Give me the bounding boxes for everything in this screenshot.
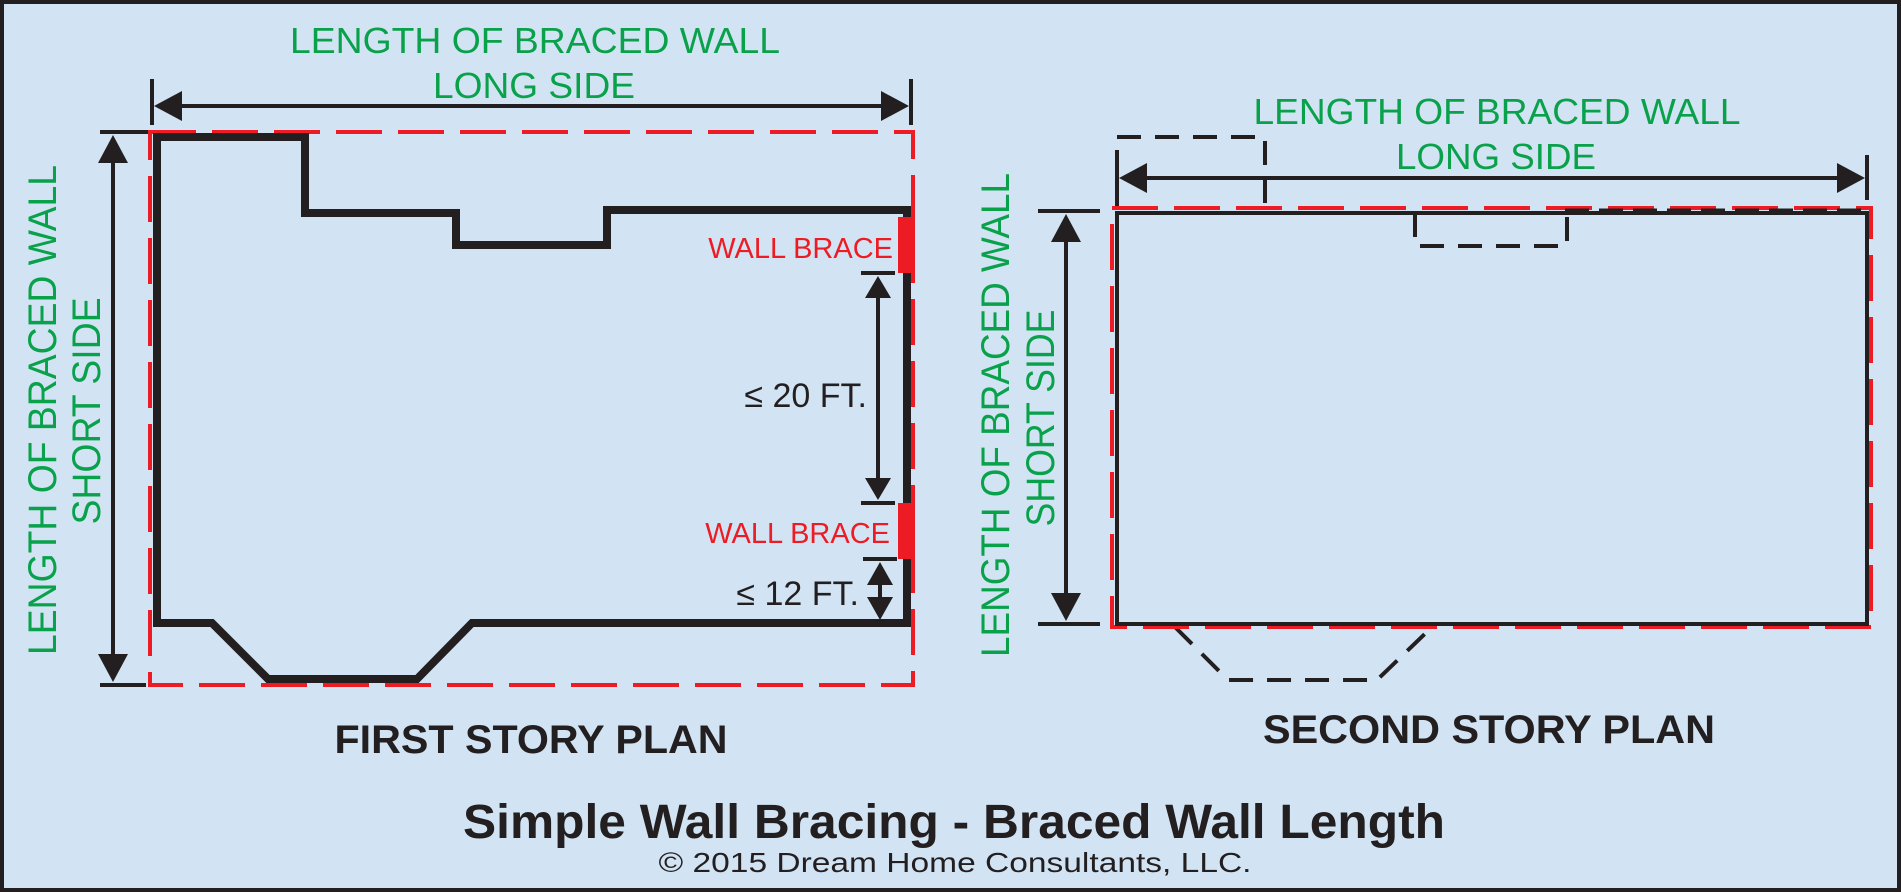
- second-short-side-label-line1: LENGTH OF BRACED WALL: [974, 173, 1018, 657]
- first-long-side-dimension: LENGTH OF BRACED WALL LONG SIDE: [150, 20, 913, 125]
- first-short-side-dimension: LENGTH OF BRACED WALL SHORT SIDE: [21, 130, 148, 687]
- spacing-max-label: ≤ 20 FT.: [744, 377, 867, 415]
- end-distance-dimension: ≤ 12 FT.: [736, 557, 897, 620]
- arrow-down-icon: [98, 654, 128, 682]
- arrow-right-icon: [881, 91, 909, 121]
- second-long-side-label-line2: LONG SIDE: [1396, 136, 1596, 177]
- first-story-outline: [153, 133, 911, 683]
- diagram-title: Simple Wall Bracing - Braced Wall Length: [463, 796, 1445, 849]
- arrow-left-icon: [1119, 163, 1147, 193]
- first-floor-projection-top-left: [1117, 135, 1267, 213]
- wall-brace-top-marker: [898, 217, 915, 273]
- wall-brace-top-label: WALL BRACE: [708, 233, 893, 265]
- arrow-up-icon: [865, 276, 891, 298]
- first-short-side-label-line2: SHORT SIDE: [65, 298, 109, 525]
- arrow-right-icon: [1837, 163, 1865, 193]
- arrow-up-icon: [98, 135, 128, 163]
- first-long-side-label-line1: LENGTH OF BRACED WALL: [290, 20, 780, 61]
- arrow-up-icon: [867, 562, 893, 585]
- first-floor-projection-notch: [1413, 213, 1569, 248]
- end-distance-max-label: ≤ 12 FT.: [736, 575, 859, 613]
- wall-brace-bottom-label: WALL BRACE: [705, 518, 890, 550]
- second-short-side-label-line2: SHORT SIDE: [1019, 310, 1063, 527]
- arrow-down-icon: [867, 597, 893, 620]
- first-story-plan: LENGTH OF BRACED WALL LONG SIDE LENGTH O…: [21, 20, 915, 762]
- arrow-down-icon: [1051, 593, 1081, 621]
- first-story-caption: FIRST STORY PLAN: [335, 718, 728, 762]
- second-story-outline: [1115, 211, 1869, 626]
- copyright-notice: © 2015 Dream Home Consultants, LLC.: [659, 847, 1252, 878]
- second-braced-wall-boundary: [1110, 206, 1873, 629]
- first-braced-wall-boundary: [148, 130, 915, 687]
- second-story-caption: SECOND STORY PLAN: [1263, 708, 1715, 752]
- arrow-up-icon: [1051, 214, 1081, 242]
- wall-brace-bottom-marker: [898, 503, 915, 559]
- brace-spacing-dimension: ≤ 20 FT.: [744, 271, 895, 505]
- first-short-side-label-line1: LENGTH OF BRACED WALL: [21, 165, 65, 655]
- first-long-side-label-line2: LONG SIDE: [433, 65, 635, 106]
- second-long-side-dimension: LENGTH OF BRACED WALL LONG SIDE: [1115, 91, 1869, 210]
- arrow-left-icon: [154, 91, 182, 121]
- second-story-plan: LENGTH OF BRACED WALL LONG SIDE LENGTH O…: [974, 91, 1873, 752]
- second-long-side-label-line1: LENGTH OF BRACED WALL: [1254, 91, 1741, 132]
- arrow-down-icon: [865, 478, 891, 500]
- second-short-side-dimension: LENGTH OF BRACED WALL SHORT SIDE: [974, 173, 1100, 657]
